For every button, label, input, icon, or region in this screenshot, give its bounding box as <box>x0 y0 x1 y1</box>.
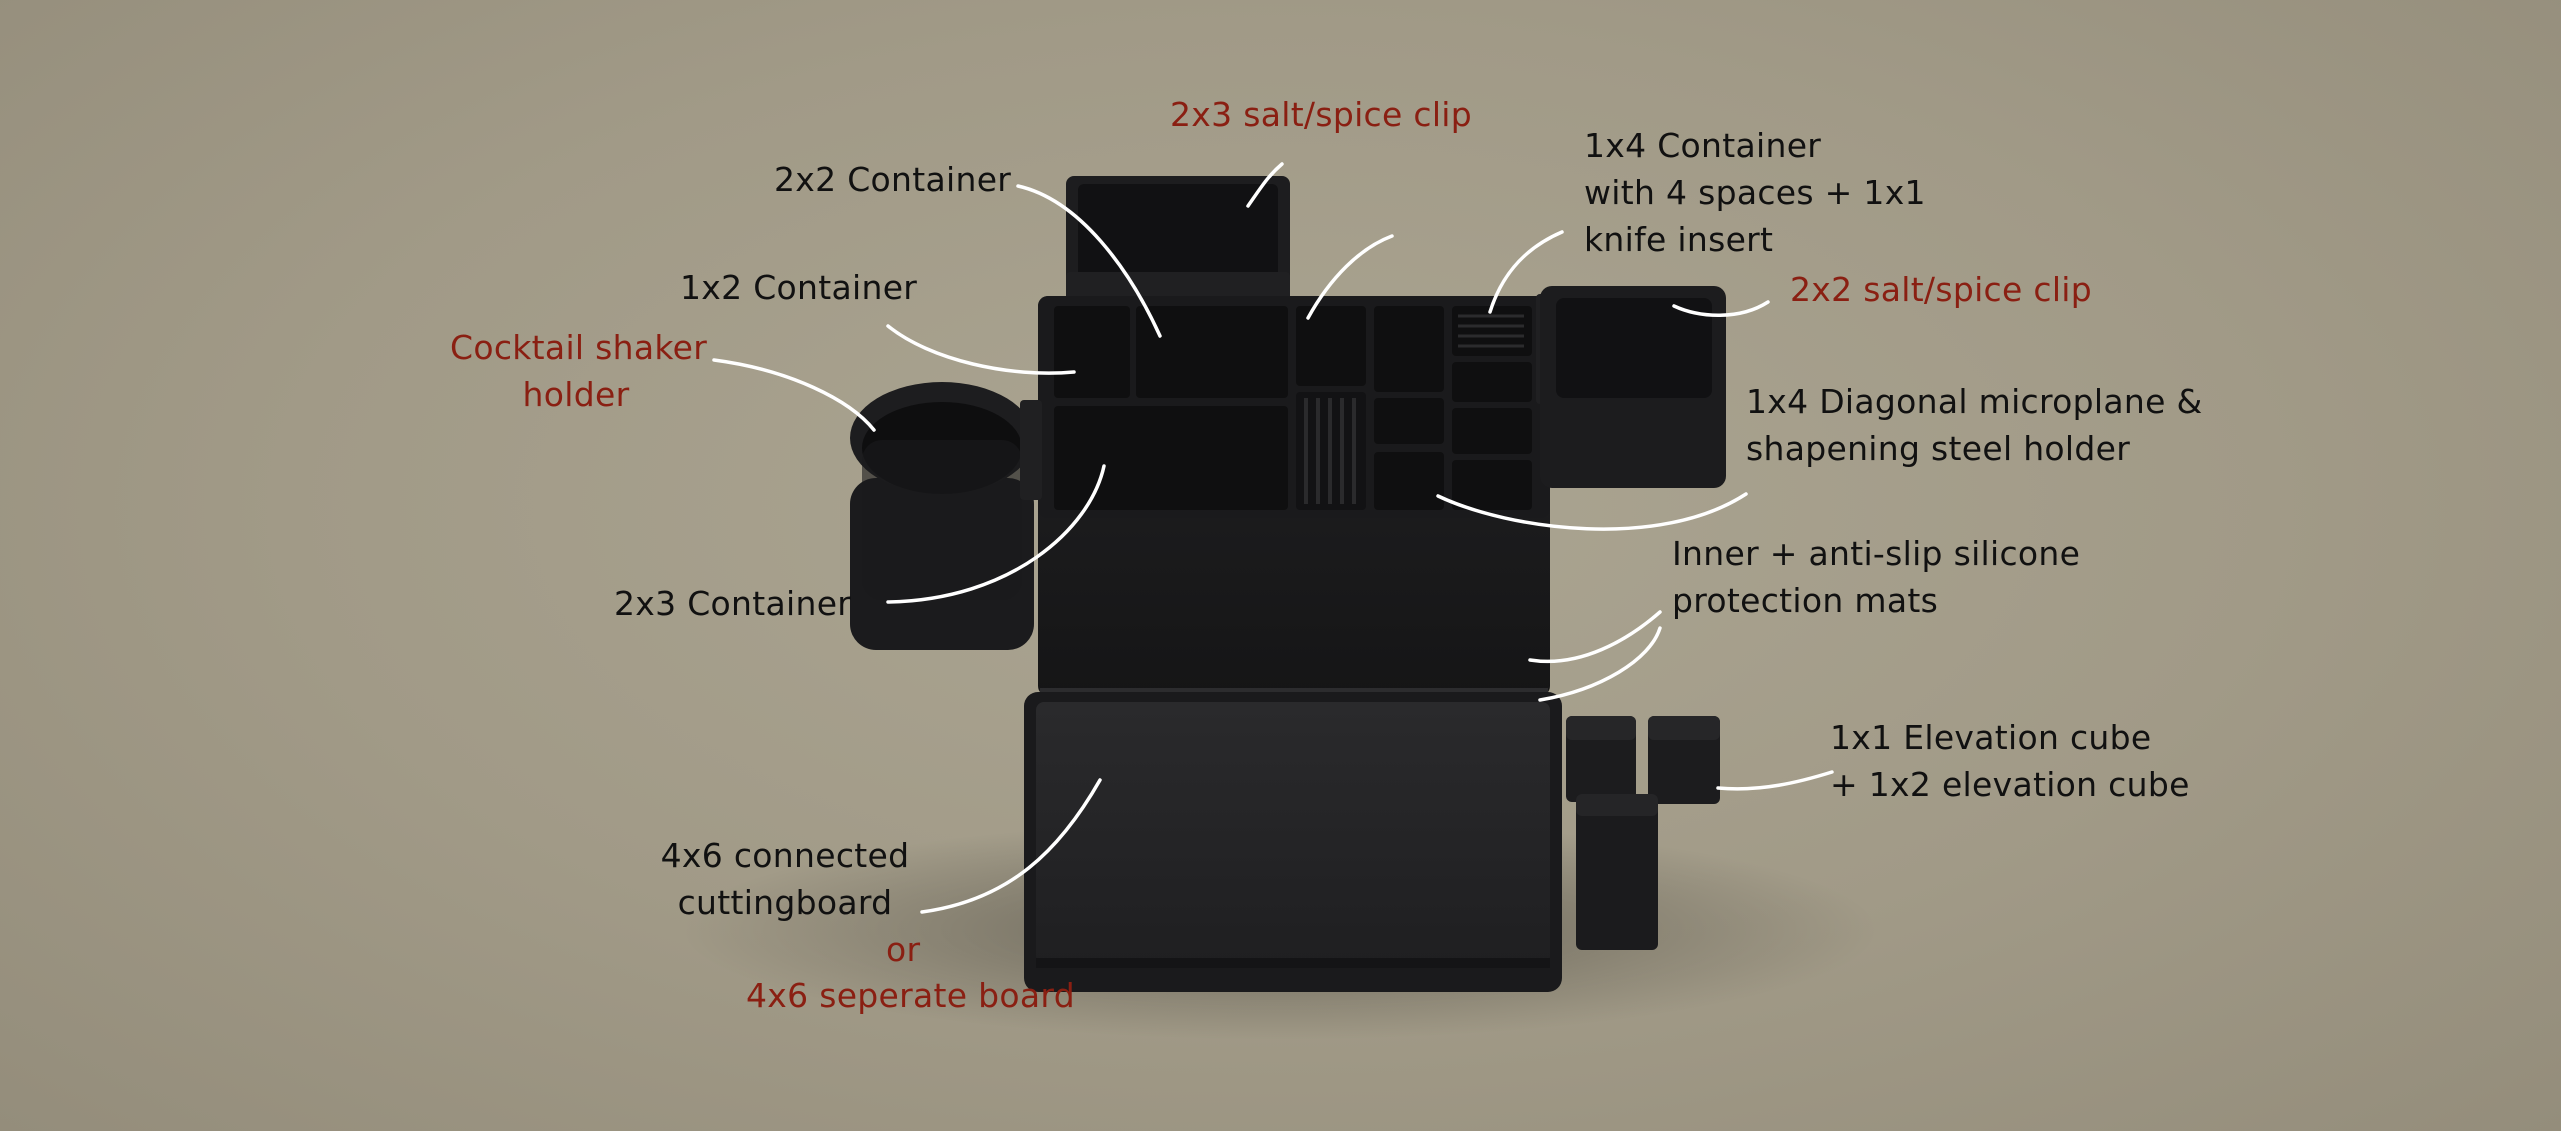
label-elevation-line1: 1x1 Elevation cube <box>1830 718 2152 757</box>
label-microplane-line1: 1x4 Diagonal microplane & <box>1746 382 2203 421</box>
label-container-1x4-line2: with 4 spaces + 1x1 <box>1584 173 1926 212</box>
leader-knife-insert <box>1488 230 1564 314</box>
label-cutting-board: 4x6 connected cuttingboard <box>640 832 930 926</box>
label-board-or: or <box>886 930 921 969</box>
leader-lines <box>712 162 1834 914</box>
leader-1x4-container <box>1306 234 1394 320</box>
salt-clip-2x2 <box>1536 286 1726 488</box>
elevation-cubes <box>1566 716 1720 950</box>
label-container-2x2: 2x2 Container <box>774 160 1012 199</box>
leader-container-2x3 <box>886 464 1106 604</box>
label-board-line2: cuttingboard <box>677 883 893 922</box>
leader-microplane <box>1436 492 1748 531</box>
label-container-1x2: 1x2 Container <box>680 268 918 307</box>
label-protection-mats: Inner + anti-slip silicone protection ma… <box>1672 530 2080 624</box>
label-microplane-line2: shapening steel holder <box>1746 429 2131 468</box>
leader-elevation <box>1716 770 1834 791</box>
label-container-1x4-line3: knife insert <box>1584 220 1774 259</box>
label-container-1x4: 1x4 Container with 4 spaces + 1x1 knife … <box>1584 122 1926 263</box>
label-mats-line1: Inner + anti-slip silicone <box>1672 534 2081 573</box>
leader-salt-clip-2x2 <box>1672 300 1770 317</box>
leader-board <box>920 778 1102 914</box>
label-container-2x3: 2x3 Container <box>614 584 852 623</box>
label-salt-clip-2x2: 2x2 salt/spice clip <box>1790 270 2093 309</box>
label-elevation-cubes: 1x1 Elevation cube + 1x2 elevation cube <box>1830 714 2190 808</box>
label-board-alt: 4x6 seperate board <box>746 976 1075 1015</box>
label-shaker-holder: Cocktail shaker holder <box>450 324 708 418</box>
leader-shaker <box>712 358 876 432</box>
leader-container-2x2 <box>1016 184 1162 338</box>
label-shaker-line1: Cocktail shaker <box>450 328 708 367</box>
label-microplane-holder: 1x4 Diagonal microplane & shapening stee… <box>1746 378 2203 472</box>
label-mats-line2: protection mats <box>1672 581 1939 620</box>
main-body <box>1038 296 1550 696</box>
leader-mats-2 <box>1538 626 1662 702</box>
label-salt-clip-2x3: 2x3 salt/spice clip <box>1170 95 1473 134</box>
label-elevation-line2: + 1x2 elevation cube <box>1830 765 2190 804</box>
leader-container-1x2 <box>886 324 1076 375</box>
shaker-holder <box>850 382 1042 650</box>
leader-salt-clip-2x3 <box>1246 162 1284 208</box>
label-shaker-line2: holder <box>522 375 630 414</box>
label-container-1x4-line1: 1x4 Container <box>1584 126 1822 165</box>
leader-mats-1 <box>1528 610 1662 664</box>
label-board-line1: 4x6 connected <box>660 836 910 875</box>
cutting-board <box>1024 692 1562 992</box>
